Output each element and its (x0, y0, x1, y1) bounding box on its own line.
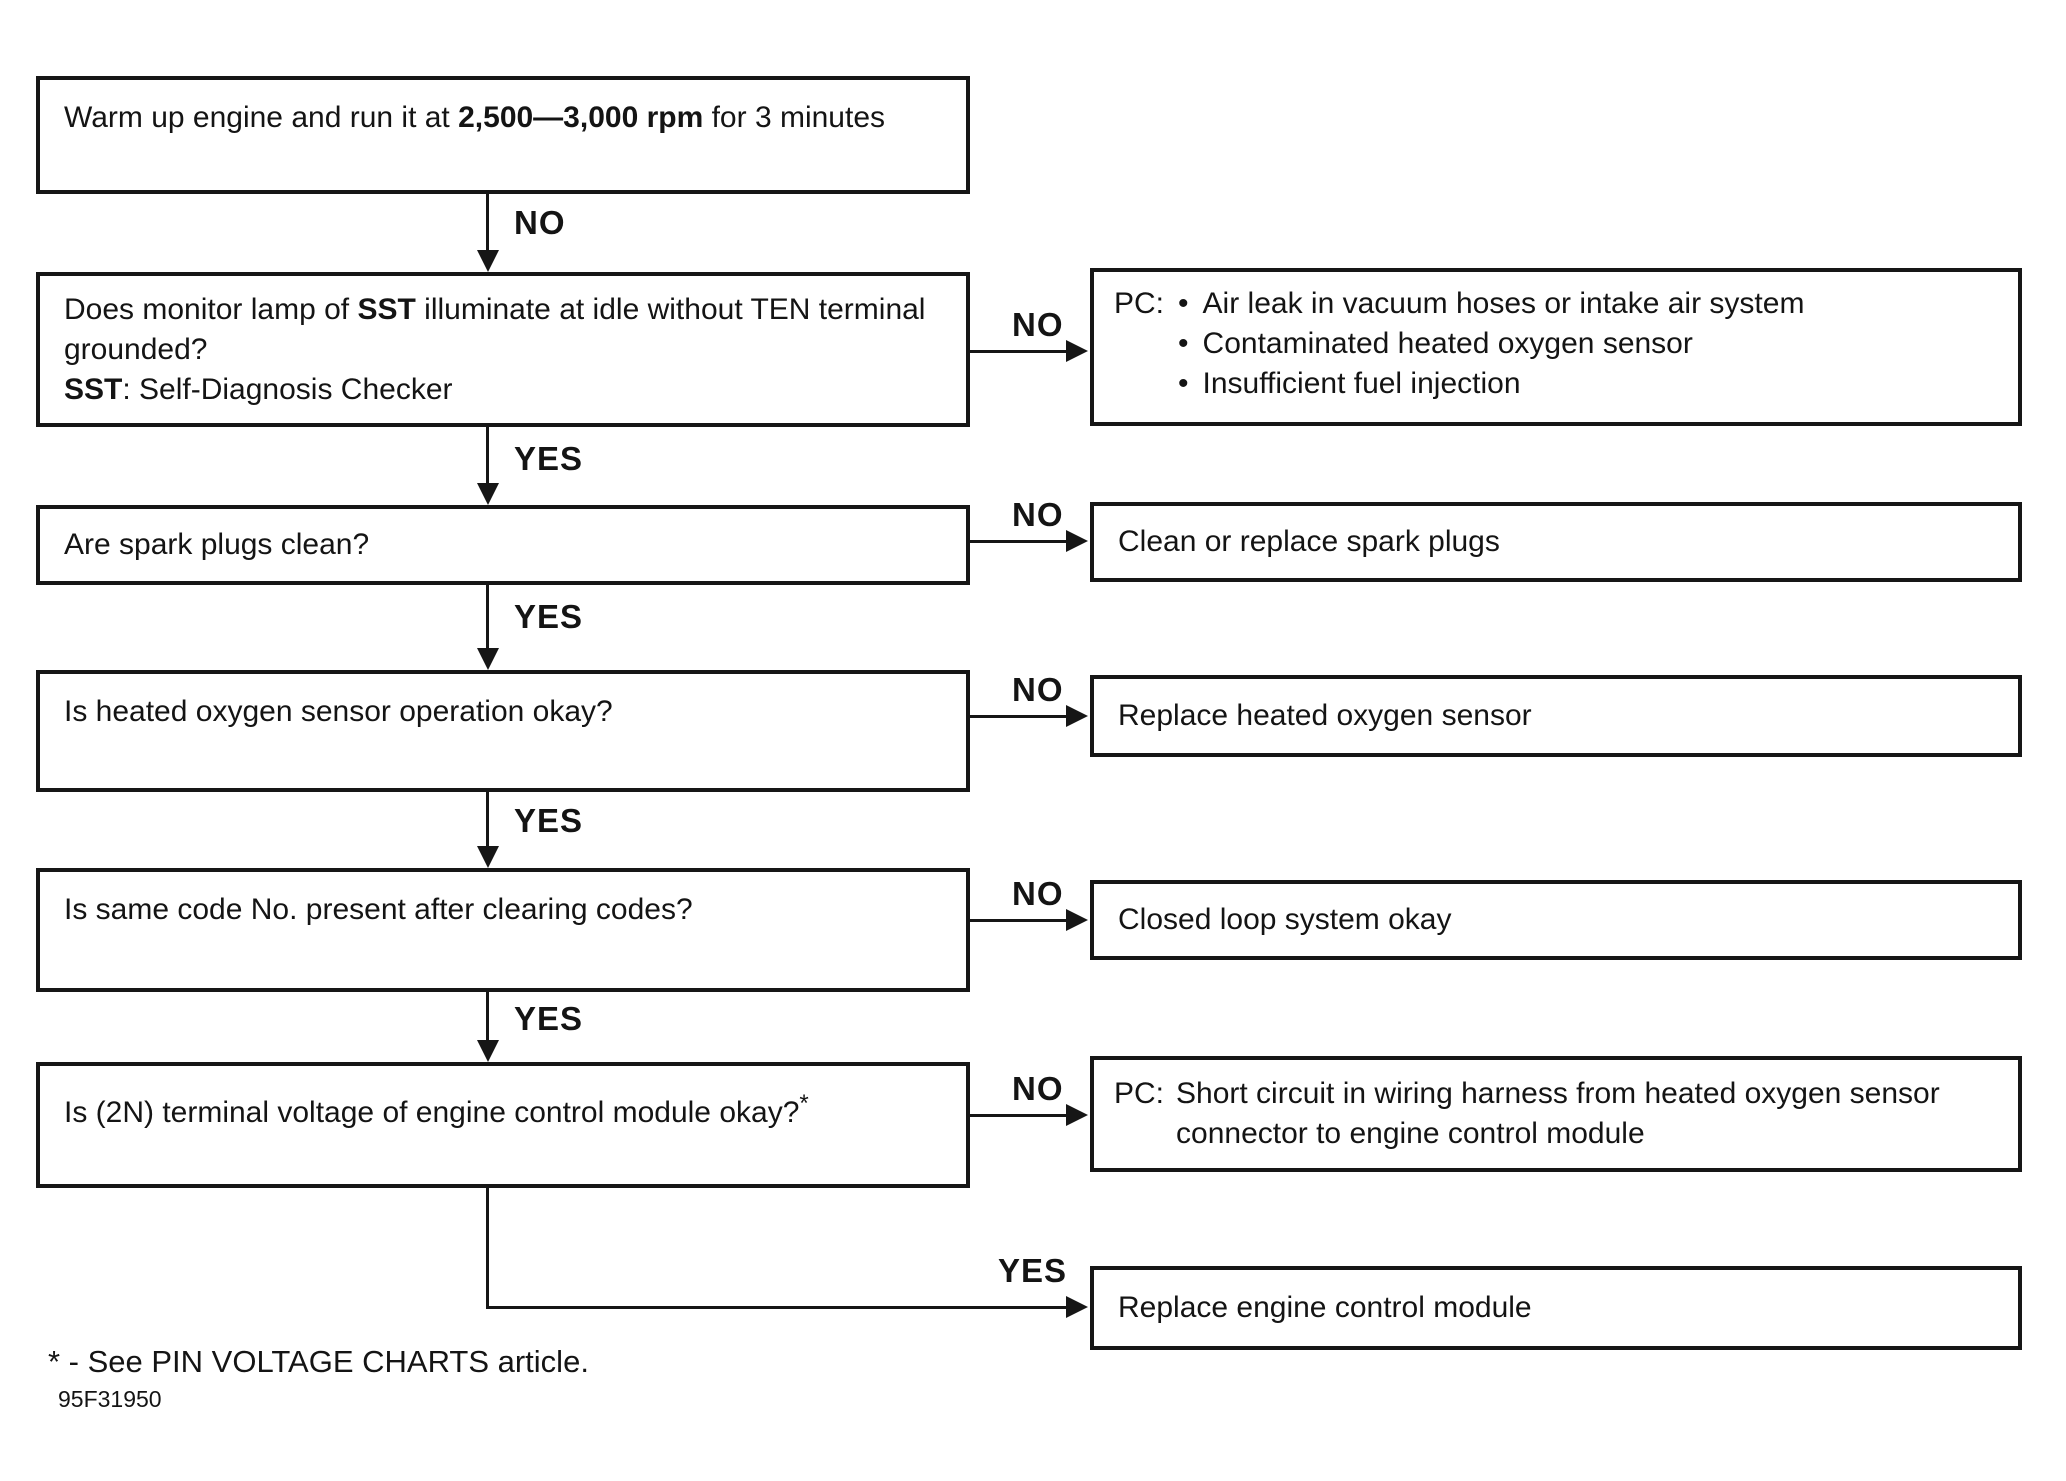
question-text-post: illuminate at idle without TEN terminal … (64, 293, 926, 366)
edge-label-yes: YES (514, 440, 584, 477)
footnote-asterisk-marker: * (799, 1090, 809, 1117)
connector-spark-down-line (486, 585, 489, 648)
pin-voltage-footnote: * - See PIN VOLTAGE CHARTS article. (48, 1344, 589, 1379)
arrow-right-icon (1066, 340, 1088, 362)
flow-step-o2-sensor: Is heated oxygen sensor operation okay? (36, 670, 970, 792)
edge-label-no: NO (1012, 306, 1064, 343)
edge-label-yes: YES (514, 598, 584, 635)
pc-prefix: PC: (1114, 1077, 1165, 1110)
edge-label-no: NO (1012, 875, 1064, 912)
connector-warmup-down-line (486, 194, 489, 252)
arrow-right-icon (1066, 909, 1088, 931)
sst-note: SST: Self-Diagnosis Checker (64, 370, 944, 410)
bullet-icon: • (1178, 287, 1189, 320)
flow-step-same-code: Is same code No. present after clearing … (36, 868, 970, 992)
sst-note-abbrev: SST (64, 373, 123, 406)
flow-step-monitor-lamp: Does monitor lamp of SST illuminate at i… (36, 272, 970, 427)
connector-spark-no-line (970, 540, 1070, 543)
arrow-right-icon (1066, 530, 1088, 552)
arrow-down-icon (477, 483, 499, 505)
question-text-pre: Does monitor lamp of (64, 293, 358, 326)
warmup-text-pre: Warm up engine and run it at (64, 101, 459, 134)
probable-cause-item: • Air leak in vacuum hoses or intake air… (1178, 284, 1804, 324)
bullet-icon: • (1178, 367, 1189, 400)
figure-code: 95F31950 (58, 1386, 162, 1412)
replace-o2-text: Replace heated oxygen sensor (1118, 699, 1532, 732)
connector-monitor-down-line (486, 427, 489, 483)
arrow-right-icon (1066, 705, 1088, 727)
edge-label-no: NO (514, 204, 566, 241)
replace-ecm-text: Replace engine control module (1118, 1291, 1532, 1324)
probable-cause-item: • Insufficient fuel injection (1178, 364, 1804, 404)
edge-label-no: NO (1012, 671, 1064, 708)
arrow-down-icon (477, 846, 499, 868)
probable-cause-item: • Contaminated heated oxygen sensor (1178, 324, 1804, 364)
sst-note-text: : Self-Diagnosis Checker (122, 373, 453, 406)
flow-step-terminal-voltage: Is (2N) terminal voltage of engine contr… (36, 1062, 970, 1188)
edge-label-no: NO (1012, 1070, 1064, 1107)
monitor-lamp-question: Does monitor lamp of SST illuminate at i… (64, 290, 944, 370)
cause-air-leak: Air leak in vacuum hoses or intake air s… (1202, 287, 1805, 320)
step-text: Warm up engine and run it at 2,500—3,000… (40, 80, 966, 138)
connector-o2-down-line (486, 792, 489, 846)
same-code-question: Is same code No. present after clearing … (64, 893, 693, 926)
arrow-down-icon (477, 250, 499, 272)
connector-voltage-no-line (970, 1114, 1070, 1117)
spark-plugs-question: Are spark plugs clean? (64, 528, 370, 561)
arrow-down-icon (477, 648, 499, 670)
bullet-icon: • (1178, 327, 1189, 360)
result-probable-causes: PC: • Air leak in vacuum hoses or intake… (1090, 268, 2022, 426)
short-circuit-text: Short circuit in wiring harness from hea… (1176, 1077, 1940, 1150)
connector-voltage-yes-down-line (486, 1188, 489, 1309)
edge-label-yes: YES (514, 802, 584, 839)
o2-sensor-question: Is heated oxygen sensor operation okay? (64, 695, 613, 728)
edge-label-yes: YES (514, 1000, 584, 1037)
connector-code-down-line (486, 992, 489, 1040)
connector-monitor-no-line (970, 350, 1070, 353)
terminal-voltage-question: Is (2N) terminal voltage of engine contr… (64, 1096, 800, 1129)
arrow-down-icon (477, 1040, 499, 1062)
warmup-text-post: for 3 minutes (703, 101, 886, 134)
result-clean-plugs: Clean or replace spark plugs (1090, 502, 2022, 582)
pc-prefix: PC: (1114, 287, 1165, 320)
sst-abbrev: SST (357, 293, 416, 326)
cause-contaminated-sensor: Contaminated heated oxygen sensor (1202, 327, 1693, 360)
connector-voltage-yes-right-line (486, 1306, 1068, 1309)
connector-code-no-line (970, 919, 1070, 922)
result-closed-loop-okay: Closed loop system okay (1090, 880, 2022, 960)
edge-label-yes: YES (998, 1252, 1068, 1289)
connector-o2-no-line (970, 715, 1070, 718)
clean-plugs-text: Clean or replace spark plugs (1118, 525, 1500, 558)
flow-step-warmup: Warm up engine and run it at 2,500—3,000… (36, 76, 970, 194)
result-replace-o2-sensor: Replace heated oxygen sensor (1090, 675, 2022, 757)
result-pc-short-circuit: PC: Short circuit in wiring harness from… (1090, 1056, 2022, 1172)
cause-fuel-injection: Insufficient fuel injection (1202, 367, 1521, 400)
warmup-text-rpm: 2,500—3,000 rpm (458, 101, 704, 134)
arrow-right-icon (1066, 1104, 1088, 1126)
flow-step-spark-plugs: Are spark plugs clean? (36, 505, 970, 585)
result-replace-ecm: Replace engine control module (1090, 1266, 2022, 1350)
closed-loop-text: Closed loop system okay (1118, 903, 1452, 936)
edge-label-no: NO (1012, 496, 1064, 533)
arrow-right-icon (1066, 1296, 1088, 1318)
